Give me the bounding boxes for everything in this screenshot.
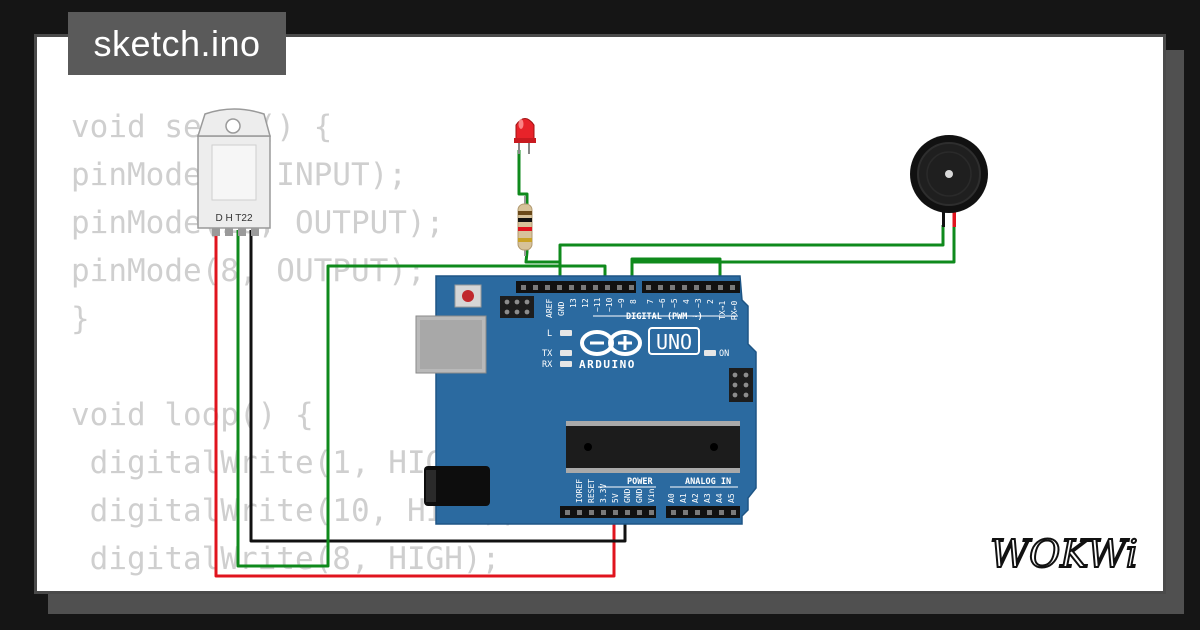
led-on-label: ON [719, 349, 729, 359]
power-jack [424, 466, 490, 506]
digital-header-pins [521, 285, 735, 290]
icsp-header-right [729, 368, 753, 402]
arduino-logo: UNO ARDUINO [579, 327, 700, 371]
pin-label-reset: RESET [587, 479, 596, 503]
pin-label-aref: AREF [545, 299, 554, 318]
wires [214, 150, 956, 578]
pin-label-7: 7 [646, 299, 655, 304]
pin-label-3: ~3 [694, 298, 703, 308]
power-header-pins [565, 510, 736, 515]
pin-label-rx: RX←0 [730, 301, 739, 320]
digital-label: DIGITAL (PWM ~) [626, 312, 703, 322]
led-l-label: L [547, 329, 552, 339]
dht22-sensor[interactable]: D H T22 [196, 108, 271, 236]
dht-vent-grid [211, 144, 257, 201]
pin-label-vin: Vin [647, 488, 656, 503]
led-tx-label: TX [542, 349, 553, 359]
pin-label-tx: TX→1 [718, 301, 727, 320]
wire-green-signal [236, 230, 607, 568]
wire-green-pin8 [630, 257, 722, 286]
power-label: POWER [627, 477, 653, 487]
sketch-filename-tab: sketch.ino [68, 12, 286, 75]
pin-label-9: ~9 [617, 298, 626, 308]
pin-label-a1: A1 [679, 493, 688, 503]
code-preview: void setup() {pinMode(2, INPUT);pinMode(… [71, 103, 519, 591]
code-line: } [71, 301, 90, 337]
buzzer[interactable] [910, 135, 988, 227]
wokwi-logo: WOKWi [989, 531, 1139, 576]
pin-label-a2: A2 [691, 493, 700, 503]
pin-label-10: ~10 [605, 297, 614, 312]
pin-label-ioref: IOREF [575, 479, 584, 503]
board-model: UNO [656, 330, 692, 354]
wire-black-ground [249, 230, 627, 543]
power-pin-labels: IOREF RESET 3.3V 5V GND GND Vin A0 A1 A2… [575, 479, 736, 503]
wire-red-power [214, 230, 616, 578]
code-line: delay(5000); [71, 583, 519, 591]
red-led[interactable] [514, 118, 536, 155]
pin-label-a5: A5 [727, 493, 736, 503]
dht-label: D H T22 [215, 213, 252, 224]
pin-label-8: 8 [629, 299, 638, 304]
wire-green-buzzer-gnd [558, 225, 945, 286]
pin-label-13: 13 [569, 298, 578, 308]
code-line: pinMode(8, OUTPUT); [71, 253, 426, 289]
board-brand: ARDUINO [579, 358, 636, 371]
pin-label-6: ~6 [658, 298, 667, 308]
analog-label: ANALOG IN [685, 477, 731, 487]
resistor[interactable] [517, 196, 533, 256]
pin-label-12: 12 [581, 298, 590, 308]
led-rx-label: RX [542, 360, 553, 370]
wokwi-logo-text: WOKWi [990, 532, 1138, 576]
code-line: digitalWrite(8, HIGH); [71, 541, 501, 577]
pin-label-a0: A0 [667, 493, 676, 503]
pin-label-11: ~11 [593, 297, 602, 312]
pin-label-a4: A4 [715, 493, 724, 503]
pin-label-5: ~5 [670, 298, 679, 308]
pin-label-power-gnd1: GND [623, 488, 632, 503]
onboard-leds: L TX RX ON [542, 329, 729, 370]
pin-label-4: 4 [682, 299, 691, 304]
pin-label-2: 2 [706, 299, 715, 304]
arduino-uno-board[interactable]: AREF GND 13 12 ~11 ~10 ~9 8 7 ~6 ~5 4 ~3… [415, 275, 757, 525]
pin-label-power-gnd2: GND [635, 488, 644, 503]
icsp-header-top [500, 296, 534, 318]
code-line: void loop() { [71, 397, 314, 433]
pin-label-5v: 5V [611, 493, 620, 503]
pin-label-a3: A3 [703, 493, 712, 503]
atmega-chip [566, 421, 740, 473]
pin-label-3v3: 3.3V [599, 484, 608, 503]
pin-label-gnd: GND [557, 301, 566, 316]
digital-pin-labels: AREF GND 13 12 ~11 ~10 ~9 8 7 ~6 ~5 4 ~3… [545, 297, 739, 320]
